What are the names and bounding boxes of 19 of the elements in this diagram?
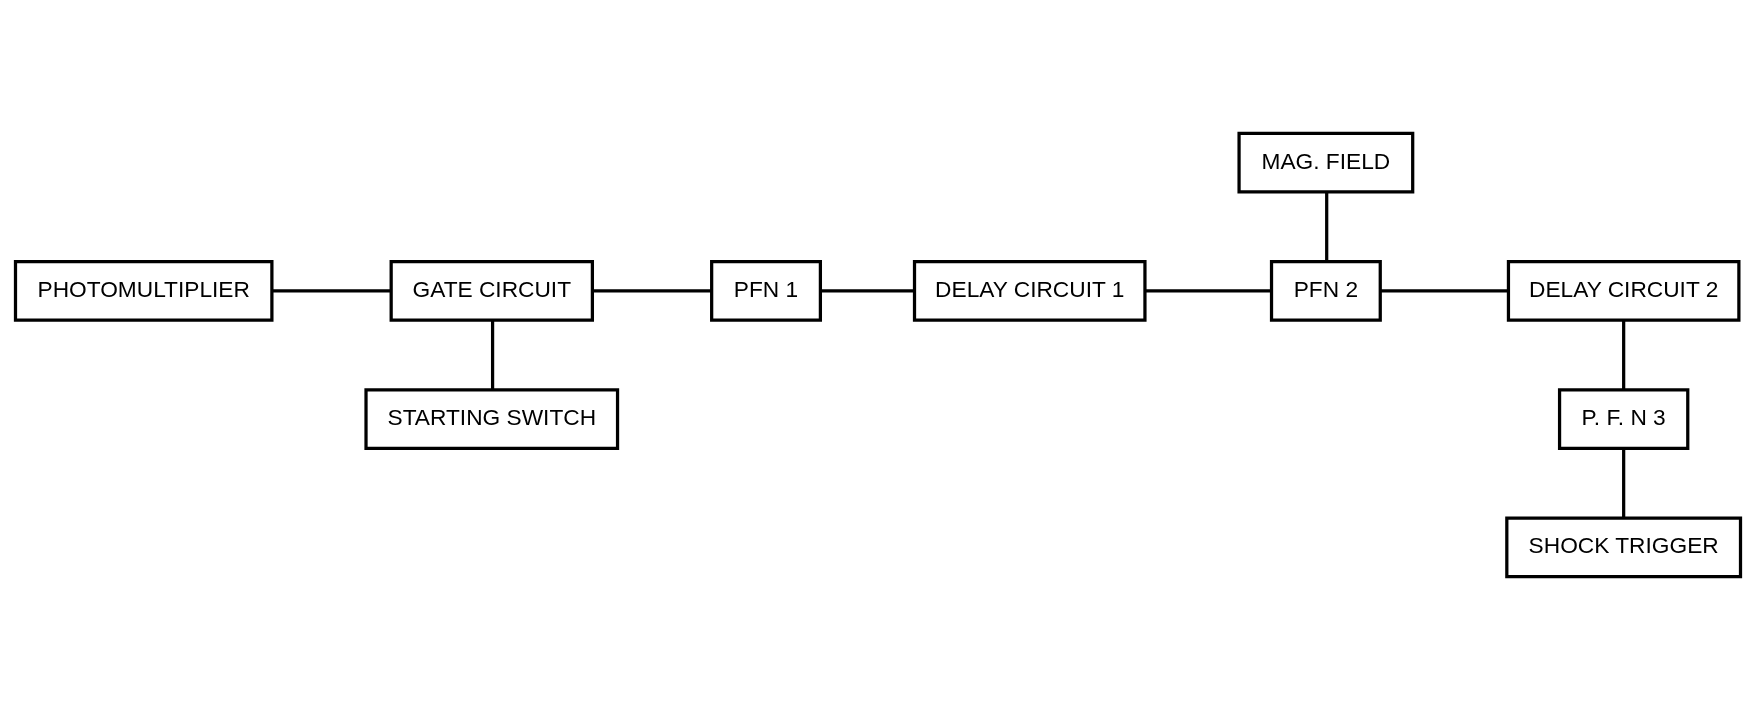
node-box: P. F. N 3	[1557, 387, 1690, 450]
connector	[820, 288, 915, 293]
node-box: PFN 2	[1269, 259, 1382, 322]
connector	[1325, 191, 1329, 261]
connector	[272, 288, 391, 293]
connector	[490, 320, 495, 390]
node-box: GATE CIRCUIT	[389, 259, 594, 322]
node-box: DELAY CIRCUIT 1	[912, 259, 1147, 322]
connector	[1622, 448, 1626, 518]
node-box: PFN 1	[710, 259, 822, 322]
connector	[593, 288, 712, 293]
node-box: MAG. FIELD	[1237, 131, 1415, 194]
node-box: STARTING SWITCH	[364, 387, 620, 450]
connector	[1380, 288, 1509, 293]
connector	[1622, 320, 1626, 390]
node-box: SHOCK TRIGGER	[1505, 515, 1743, 578]
node-box: DELAY CIRCUIT 2	[1506, 259, 1741, 322]
node-box: PHOTOMULTIPLIER	[13, 259, 274, 322]
connector	[1145, 288, 1272, 293]
